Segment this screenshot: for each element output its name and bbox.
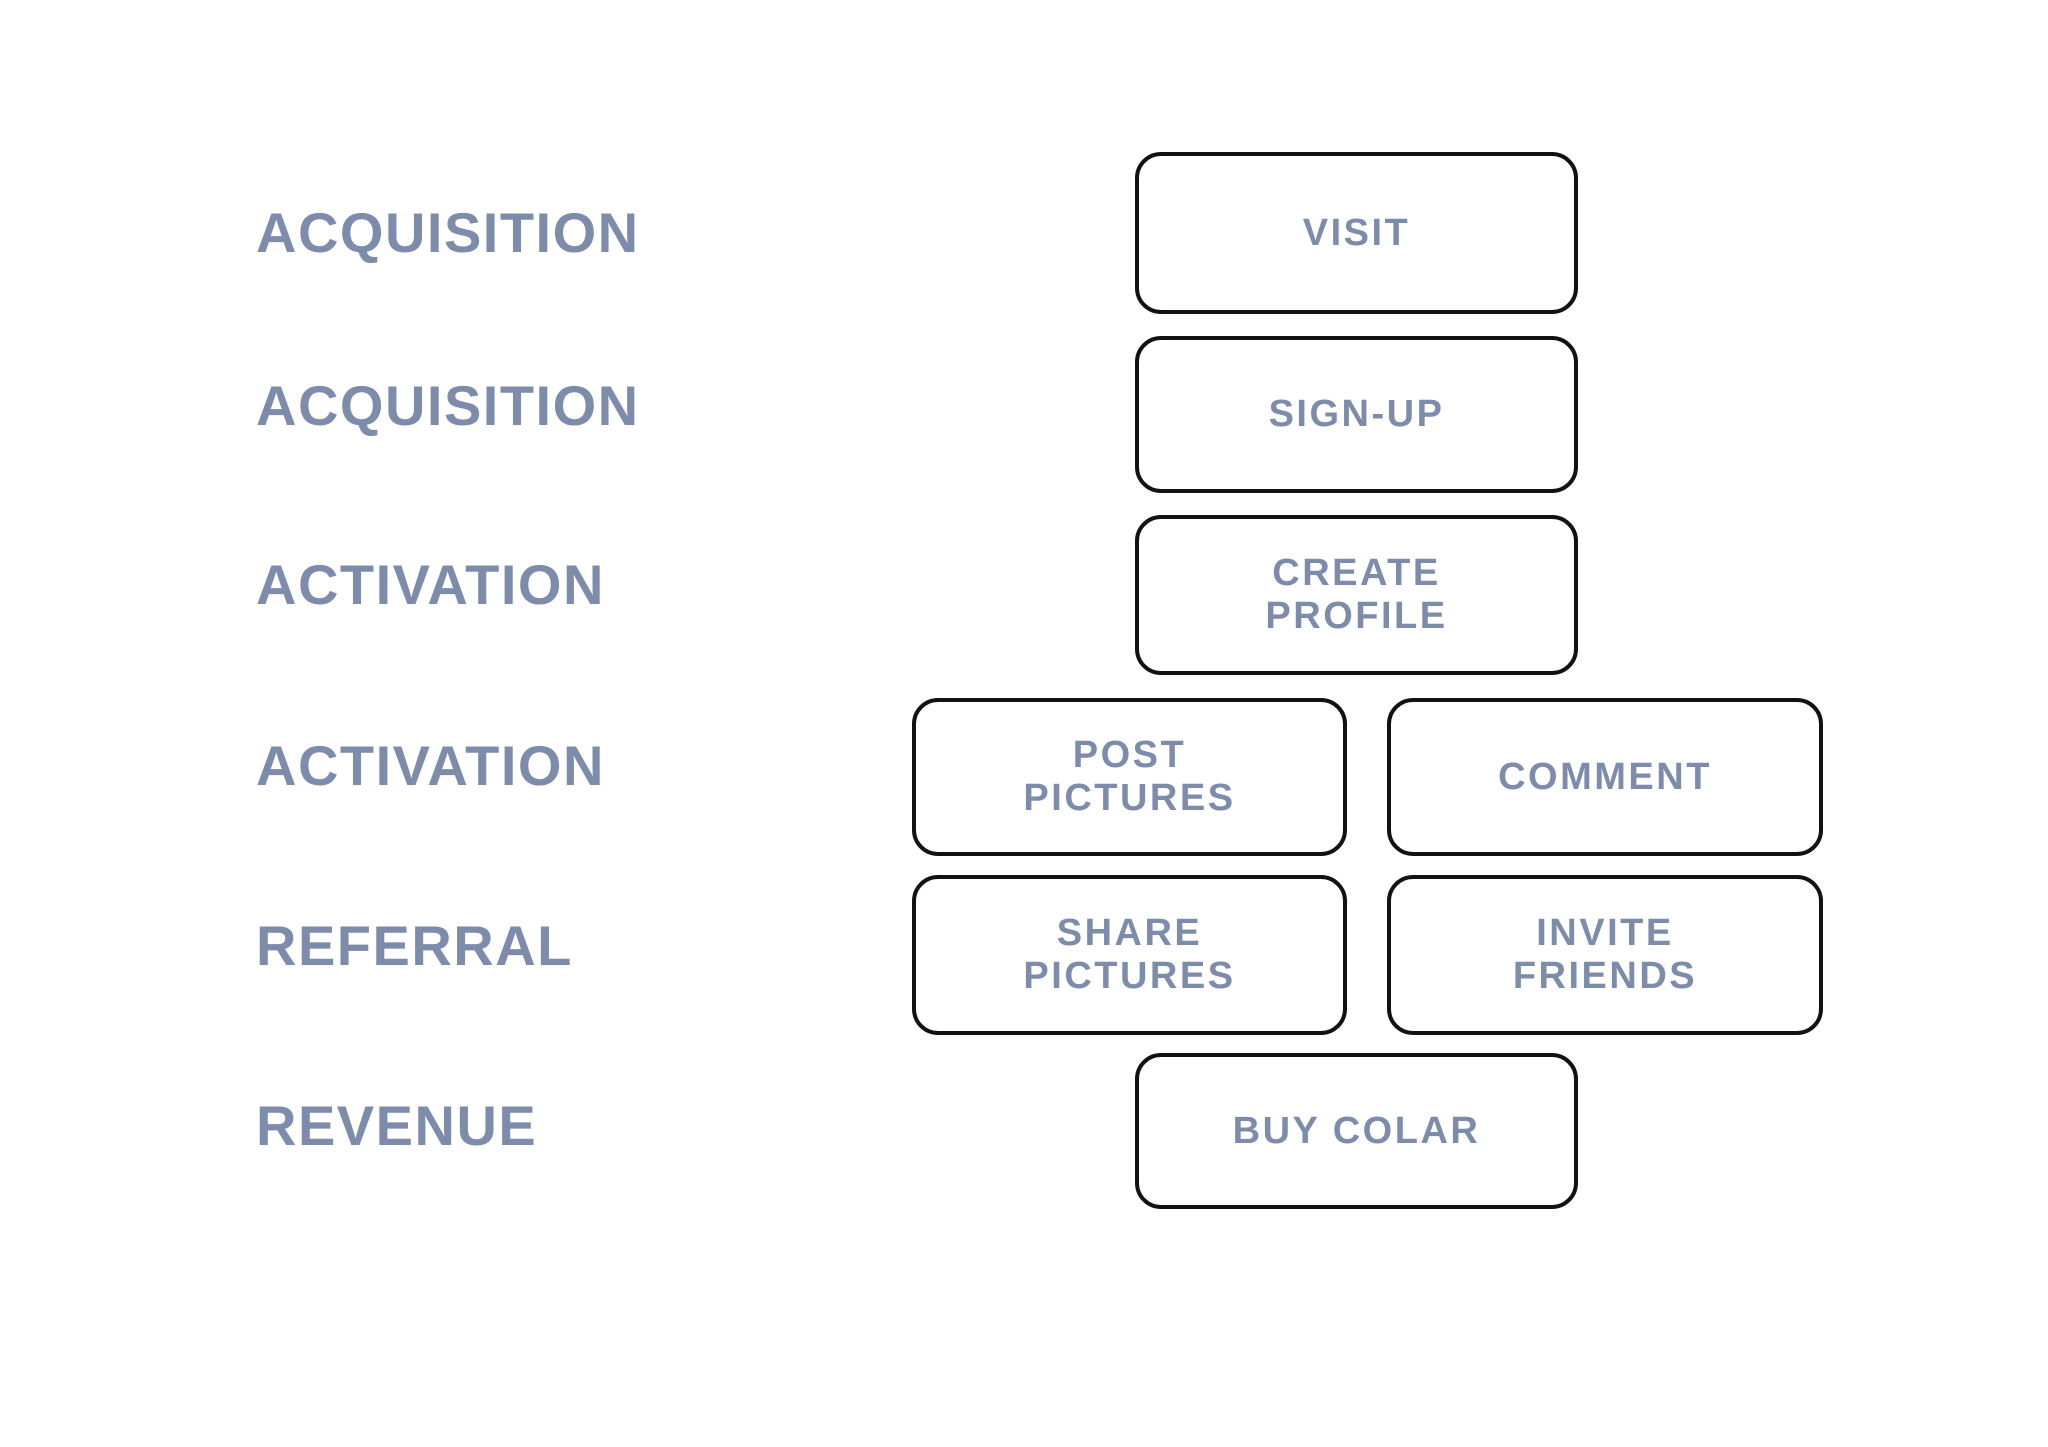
stage-label-activation-2: ACTIVATION <box>256 734 605 797</box>
stage-label-revenue: REVENUE <box>256 1094 538 1157</box>
step-box-sign-up[interactable]: SIGN-UP <box>1135 336 1578 493</box>
stage-label-activation-1: ACTIVATION <box>256 553 605 616</box>
step-box-invite-friends[interactable]: INVITE FRIENDS <box>1387 875 1823 1035</box>
step-box-post-pictures-label: POST PICTURES <box>1023 734 1236 819</box>
step-box-sign-up-label: SIGN-UP <box>1268 393 1445 436</box>
step-box-invite-friends-label: INVITE FRIENDS <box>1512 912 1698 997</box>
stage-label-acquisition-2: ACQUISITION <box>256 374 640 437</box>
step-box-comment-label: COMMENT <box>1498 755 1712 798</box>
step-box-comment[interactable]: COMMENT <box>1387 698 1823 856</box>
step-box-create-profile[interactable]: CREATE PROFILE <box>1135 515 1578 675</box>
step-box-visit-label: VISIT <box>1302 211 1411 254</box>
step-box-post-pictures[interactable]: POST PICTURES <box>912 698 1347 856</box>
step-box-share-pictures-label: SHARE PICTURES <box>1023 912 1236 997</box>
stage-label-referral: REFERRAL <box>256 914 573 977</box>
step-box-buy-colar-label: BUY COLAR <box>1232 1109 1481 1152</box>
step-box-create-profile-label: CREATE PROFILE <box>1265 552 1448 637</box>
step-box-share-pictures[interactable]: SHARE PICTURES <box>912 875 1347 1035</box>
stage-label-acquisition-1: ACQUISITION <box>256 201 640 264</box>
step-box-visit[interactable]: VISIT <box>1135 152 1578 314</box>
step-box-buy-colar[interactable]: BUY COLAR <box>1135 1053 1578 1209</box>
